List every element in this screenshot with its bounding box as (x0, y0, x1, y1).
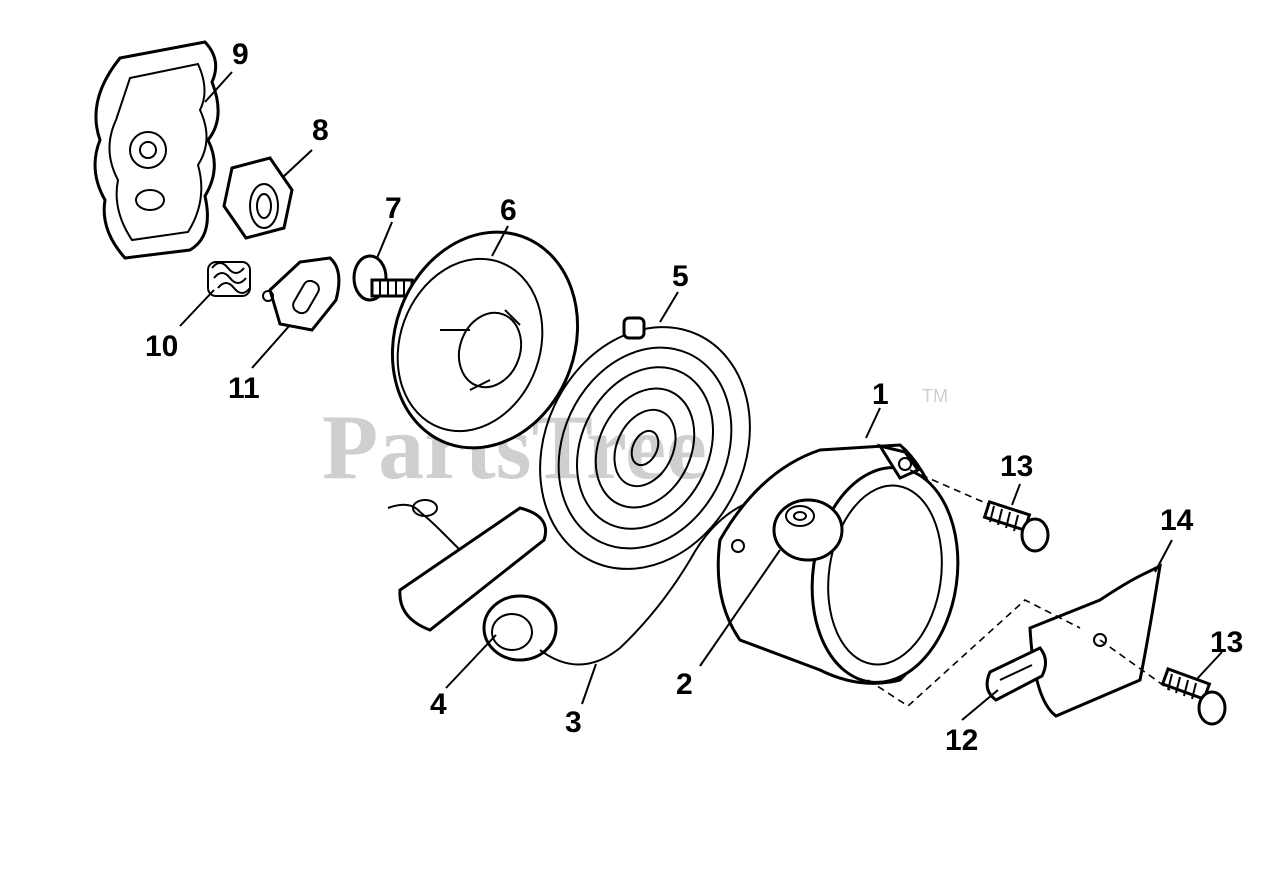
callout-10: 10 (145, 330, 178, 363)
callout-14: 14 (1160, 504, 1194, 537)
part-12-pin[interactable] (985, 646, 1047, 702)
part-8-nut[interactable] (222, 156, 294, 240)
part-7-screw[interactable] (352, 254, 414, 302)
part-13b-bolt[interactable] (1160, 667, 1227, 726)
part-11-pawl[interactable] (262, 256, 341, 332)
assembly-line-3 (1099, 639, 1171, 691)
callout-13a: 13 (1000, 450, 1033, 483)
watermark-tm: TM (922, 386, 948, 406)
callout-5: 5 (672, 260, 689, 293)
callout-13b: 13 (1210, 626, 1243, 659)
part-13a-bolt[interactable] (982, 500, 1050, 553)
callout-2: 2 (676, 668, 693, 701)
part-2-bushing[interactable] (772, 498, 844, 562)
callout-8: 8 (312, 114, 329, 147)
part-4-handle[interactable] (387, 499, 558, 662)
callout-7: 7 (385, 192, 402, 225)
callout-12: 12 (945, 724, 978, 757)
part-10-spring[interactable] (207, 261, 251, 297)
assembly-line-2 (867, 599, 1081, 708)
callout-4: 4 (430, 688, 447, 721)
part-6-pulley[interactable] (363, 206, 607, 474)
callout-6: 6 (500, 194, 517, 227)
callout-9: 9 (232, 38, 249, 71)
part-1-housing[interactable] (716, 443, 971, 692)
assembly-line-1 (909, 469, 991, 506)
callout-labels: 9 8 7 6 5 1 13 14 13 10 11 4 3 2 12 (145, 38, 1243, 757)
leader-lines (179, 71, 1223, 721)
part-5-recoil-spring[interactable] (502, 292, 789, 603)
callout-11: 11 (228, 372, 260, 405)
part-14-bracket[interactable] (1028, 563, 1162, 718)
callout-3: 3 (565, 706, 582, 739)
callout-1: 1 (872, 378, 889, 411)
part-9-cover[interactable] (93, 40, 220, 260)
